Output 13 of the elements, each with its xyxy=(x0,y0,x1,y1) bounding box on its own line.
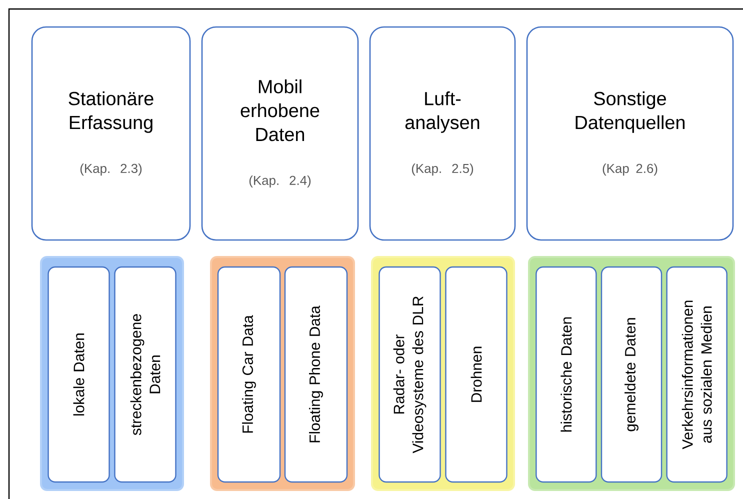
category-box: Mobil erhobene Daten (Kap. 2.4) xyxy=(201,26,359,241)
data-box: Floating Car Data xyxy=(217,266,281,483)
data-box: Drohnen xyxy=(445,266,508,483)
category-box: Luft-analysen (Kap. 2.5) xyxy=(369,26,516,241)
data-box: Verkehrsinformationen aus sozialen Medien xyxy=(666,266,728,483)
category-box: Sonstige Datenquellen (Kap 2.6) xyxy=(526,26,734,241)
data-box: Floating Phone Data xyxy=(284,266,348,483)
data-box: lokale Daten xyxy=(48,266,110,483)
data-box: streckenbezogene Daten xyxy=(114,266,176,483)
data-box: Radar- oder Videosysteme des DLR xyxy=(378,266,441,483)
category-box: Stationäre Erfassung (Kap. 2.3) xyxy=(31,26,191,241)
data-box: historische Daten xyxy=(536,266,597,483)
data-box: gemeldete Daten xyxy=(600,266,662,483)
